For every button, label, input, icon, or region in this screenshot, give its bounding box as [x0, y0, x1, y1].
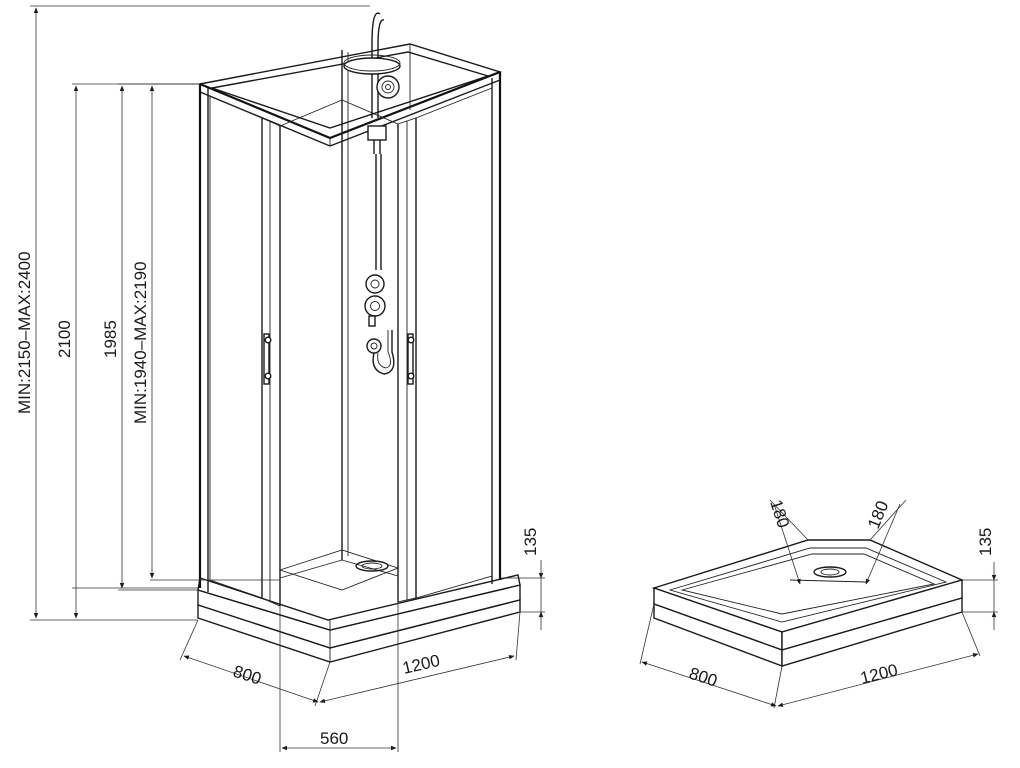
shower-cabin: MIN:2150–MAX:2400 2100 1985 MIN:1940–MAX… — [15, 5, 545, 752]
cabin-top-frame — [197, 43, 503, 147]
dim-height-total: 2100 — [55, 320, 74, 358]
dim-corner-left: 180 — [766, 497, 793, 530]
dim-depth-cabin: 800 — [231, 662, 264, 689]
cabin-bottom-dims — [183, 654, 515, 751]
dim-width-cabin: 1200 — [401, 651, 442, 678]
dim-height-glass: 1985 — [101, 320, 120, 358]
dim-depth-tray: 800 — [687, 664, 720, 691]
dim-min-max-glass: MIN:1940–MAX:2190 — [131, 261, 150, 424]
shower-column — [343, 12, 401, 375]
dim-width-tray: 1200 — [858, 660, 899, 688]
right-door — [397, 87, 493, 603]
shower-tray: 180 180 135 800 1200 — [639, 497, 998, 709]
dim-corner-right: 180 — [864, 498, 892, 531]
cabin-interior — [278, 99, 400, 591]
cabin-vertical-dims — [33, 7, 544, 630]
dim-door-width: 560 — [320, 729, 348, 748]
dim-min-max-total: MIN:2150–MAX:2400 — [15, 251, 34, 414]
cabin-base — [197, 574, 521, 663]
dim-tray-height-cabin: 135 — [521, 528, 540, 556]
dim-tray-height: 135 — [976, 528, 995, 556]
left-door — [209, 95, 281, 607]
